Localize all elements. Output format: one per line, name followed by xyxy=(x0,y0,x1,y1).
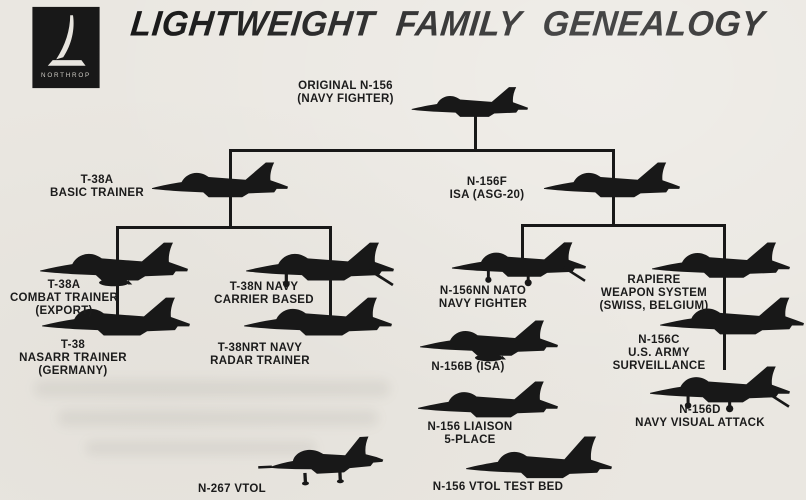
scan-artifact xyxy=(34,380,390,397)
label-line: NAVY FIGHTER xyxy=(438,298,528,310)
label-line: ORIGINAL N-156 xyxy=(298,80,393,92)
aircraft-silhouette-original-n156 xyxy=(411,87,528,117)
node-label-t38nrt: T-38NRT NAVY RADAR TRAINER xyxy=(198,342,322,368)
label-line: T-38 xyxy=(60,339,86,351)
label-line: T-38A xyxy=(80,174,114,186)
node-label-n156b: N-156B (ISA) xyxy=(412,361,524,374)
connector-line xyxy=(723,224,726,370)
label-line: (GERMANY) xyxy=(38,365,108,377)
label-line: T-38N NAVY xyxy=(229,281,299,293)
label-line: COMBAT TRAINER xyxy=(9,292,119,304)
aircraft-silhouette-n156f xyxy=(543,162,680,198)
label-line: N-156NN NATO xyxy=(439,285,527,297)
label-line: T-38A xyxy=(47,279,81,291)
node-label-n267-vtol: N-267 VTOL xyxy=(184,483,280,496)
label-line: N-156F xyxy=(466,176,508,188)
aircraft-silhouette-n156nn xyxy=(451,242,586,287)
node-label-rapiere: RAPIERE WEAPON SYSTEM (SWISS, BELGIUM) xyxy=(592,274,716,313)
logo-wordmark: NORTHROP xyxy=(41,72,91,79)
aircraft-silhouette-n267-vtol xyxy=(256,435,384,486)
label-line: 5-PLACE xyxy=(444,434,496,446)
connector-line xyxy=(474,114,477,152)
label-line: N-156 VTOL TEST BED xyxy=(432,481,564,493)
connector-line xyxy=(521,224,726,227)
label-line: N-156C xyxy=(638,334,680,346)
label-line: N-267 VTOL xyxy=(198,483,266,495)
label-line: N-156 LIAISON xyxy=(427,421,513,433)
label-line: NASARR TRAINER xyxy=(19,352,127,364)
label-line: N-156B (ISA) xyxy=(431,361,505,373)
node-label-n156nn: N-156NN NATO NAVY FIGHTER xyxy=(423,285,543,311)
node-label-t38n: T-38N NAVY CARRIER BASED xyxy=(203,281,325,307)
node-label-original-n156: ORIGINAL N-156 (NAVY FIGHTER) xyxy=(278,80,413,106)
scan-artifact xyxy=(86,441,316,455)
connector-line xyxy=(116,226,332,229)
label-line: CARRIER BASED xyxy=(214,294,314,306)
connector-line xyxy=(521,224,524,260)
node-label-t38a: T-38A BASIC TRAINER xyxy=(38,174,156,200)
label-line: NAVY VISUAL ATTACK xyxy=(635,417,765,429)
label-line: T-38NRT NAVY xyxy=(217,342,303,354)
node-label-n156d: N-156D NAVY VISUAL ATTACK xyxy=(622,404,778,430)
label-line: U.S. ARMY xyxy=(628,347,690,359)
label-line: (EXPORT) xyxy=(35,305,93,317)
label-line: BASIC TRAINER xyxy=(50,187,144,199)
aircraft-silhouette-t38a xyxy=(151,162,288,198)
label-line: RAPIERE xyxy=(627,274,681,286)
node-label-n156-vtol-test-bed: N-156 VTOL TEST BED xyxy=(416,481,580,494)
label-line: SURVEILLANCE xyxy=(612,360,706,372)
node-label-n156f: N-156F ISA (ASG-20) xyxy=(428,176,546,202)
node-label-t38a-combat: T-38A COMBAT TRAINER (EXPORT) xyxy=(3,279,125,318)
connector-line xyxy=(229,149,615,152)
label-line: RADAR TRAINER xyxy=(210,355,310,367)
node-label-n156-liaison: N-156 LIAISON 5-PLACE xyxy=(414,421,526,447)
node-label-t38-nasarr: T-38 NASARR TRAINER (GERMANY) xyxy=(12,339,134,378)
scan-artifact xyxy=(58,410,378,426)
node-label-n156c: N-156C U.S. ARMY SURVEILLANCE xyxy=(599,334,719,373)
label-line: (NAVY FIGHTER) xyxy=(297,93,394,105)
label-line: (SWISS, BELGIUM) xyxy=(599,300,709,312)
label-line: ISA (ASG-20) xyxy=(449,189,525,201)
page-title: LIGHTWEIGHT FAMILY GENEALOGY xyxy=(128,4,767,44)
label-line: WEAPON SYSTEM xyxy=(600,287,708,299)
northrop-logo: NORTHROP xyxy=(32,6,100,89)
label-line: N-156D xyxy=(679,404,721,416)
